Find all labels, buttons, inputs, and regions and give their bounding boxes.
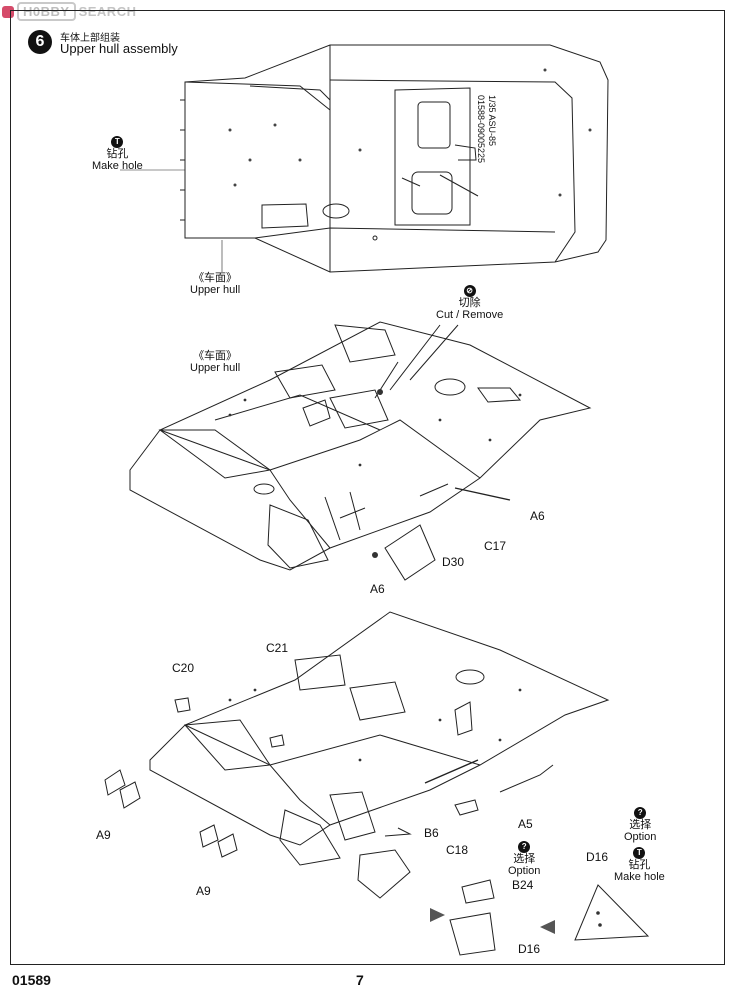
step-title-cn: 车体上部组装 bbox=[60, 33, 120, 44]
watermark-logo-icon bbox=[2, 5, 14, 18]
upper-hull-note-top: 《车面》 Upper hull bbox=[190, 272, 240, 296]
option-en: Option bbox=[508, 865, 541, 877]
make-hole-en: Make hole bbox=[614, 871, 665, 883]
part-label-a9-upper: A9 bbox=[96, 828, 111, 842]
plate-line-2: 01588-09005225 bbox=[476, 95, 486, 163]
make-hole-cn: 钻孔 bbox=[106, 148, 129, 160]
page-frame bbox=[10, 10, 725, 965]
option-cn: 选择 bbox=[513, 853, 536, 865]
option-icon: ? bbox=[518, 841, 531, 853]
part-label-c17: C17 bbox=[484, 539, 507, 553]
part-label-d16-lower: D16 bbox=[518, 942, 541, 956]
option-en: Option bbox=[624, 831, 657, 843]
option-icon: ? bbox=[634, 807, 647, 819]
bottom-view-holes bbox=[228, 688, 602, 927]
upper-hull-en: Upper hull bbox=[190, 284, 241, 296]
middle-view-hull bbox=[129, 321, 592, 581]
part-label-a9-lower: A9 bbox=[196, 884, 211, 898]
make-hole-en: Make hole bbox=[92, 160, 143, 172]
footer-page-number: 7 bbox=[356, 972, 364, 988]
part-label-a6-right: A6 bbox=[530, 509, 545, 523]
make-hole-note-top: T 钻孔 Make hole bbox=[92, 135, 143, 172]
part-label-b6: B6 bbox=[424, 826, 439, 840]
upper-hull-cn: 《车面》 bbox=[193, 350, 238, 362]
watermark: H0BBY SEARCH bbox=[2, 2, 136, 21]
step-number-badge: 6 bbox=[28, 30, 52, 54]
plate-line-1: 1/35 ASU-85 bbox=[487, 95, 497, 146]
cut-remove-icon: ⊘ bbox=[463, 285, 476, 297]
part-label-c21: C21 bbox=[266, 641, 289, 655]
footer-kit-code: 01589 bbox=[12, 972, 51, 988]
watermark-box-text: H0BBY bbox=[17, 2, 76, 21]
make-hole-note-bottom: T 钻孔 Make hole bbox=[614, 846, 665, 883]
upper-hull-note-middle: 《车面》 Upper hull bbox=[190, 350, 240, 374]
part-label-a6-left: A6 bbox=[370, 582, 385, 596]
part-label-c18: C18 bbox=[446, 843, 469, 857]
bottom-view-arrows bbox=[430, 908, 555, 934]
part-label-b24: B24 bbox=[512, 878, 534, 892]
option-cn: 选择 bbox=[629, 819, 652, 831]
step-title-en: Upper hull assembly bbox=[60, 41, 178, 56]
top-view-plate-text: 1/35 ASU-85 01588-09005225 bbox=[476, 95, 497, 163]
cut-remove-cn: 切除 bbox=[458, 297, 481, 309]
top-view-hull bbox=[120, 44, 609, 273]
option-note-middle: ? 选择 Option bbox=[508, 840, 540, 877]
cut-remove-note: ⊘ 切除 Cut / Remove bbox=[436, 284, 503, 321]
part-label-d30: D30 bbox=[442, 555, 465, 569]
option-note-right: ? 选择 Option bbox=[624, 806, 656, 843]
make-hole-icon: T bbox=[111, 136, 124, 148]
part-label-a5: A5 bbox=[518, 817, 533, 831]
upper-hull-en: Upper hull bbox=[190, 362, 241, 374]
bottom-view-hull bbox=[104, 611, 650, 956]
cut-remove-en: Cut / Remove bbox=[436, 309, 504, 321]
upper-hull-cn: 《车面》 bbox=[193, 272, 238, 284]
watermark-text: SEARCH bbox=[78, 4, 137, 19]
part-label-d16-right: D16 bbox=[586, 850, 609, 864]
top-view-holes bbox=[228, 68, 592, 197]
middle-view-holes bbox=[228, 389, 522, 558]
part-label-c20: C20 bbox=[172, 661, 195, 675]
make-hole-cn: 钻孔 bbox=[628, 859, 651, 871]
make-hole-icon: T bbox=[633, 847, 646, 859]
